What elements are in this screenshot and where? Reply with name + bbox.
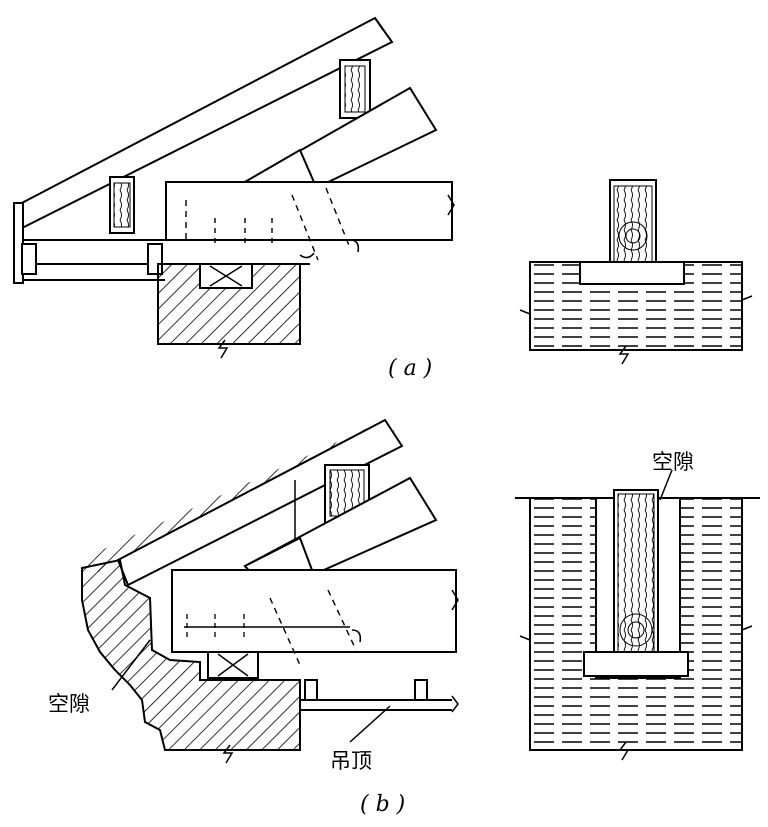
ceiling-joist-right-b: [414, 679, 428, 701]
tie-beam-b: [171, 569, 457, 653]
joist-end-left-a: [21, 243, 37, 275]
rafter-b: [116, 418, 404, 587]
ceiling-joist-left-b: [304, 679, 318, 701]
caption-a: ( a ): [388, 356, 433, 381]
cornice-wall-b: [81, 558, 301, 751]
label-gap-right: 空隙: [652, 450, 694, 474]
pad-block-b: [583, 651, 689, 677]
label-ceiling: 吊顶: [330, 749, 372, 773]
label-gap-left: 空隙: [48, 692, 90, 716]
caption-b: ( b ): [360, 792, 406, 817]
tie-beam-a: [165, 181, 453, 241]
figure-b-wall-detail: [515, 469, 760, 761]
figure-b-eave-section: [80, 418, 459, 764]
figure-a-wall-detail: [519, 179, 753, 365]
pad-block-a: [579, 261, 685, 285]
figure-a-eave-section: [13, 16, 455, 359]
